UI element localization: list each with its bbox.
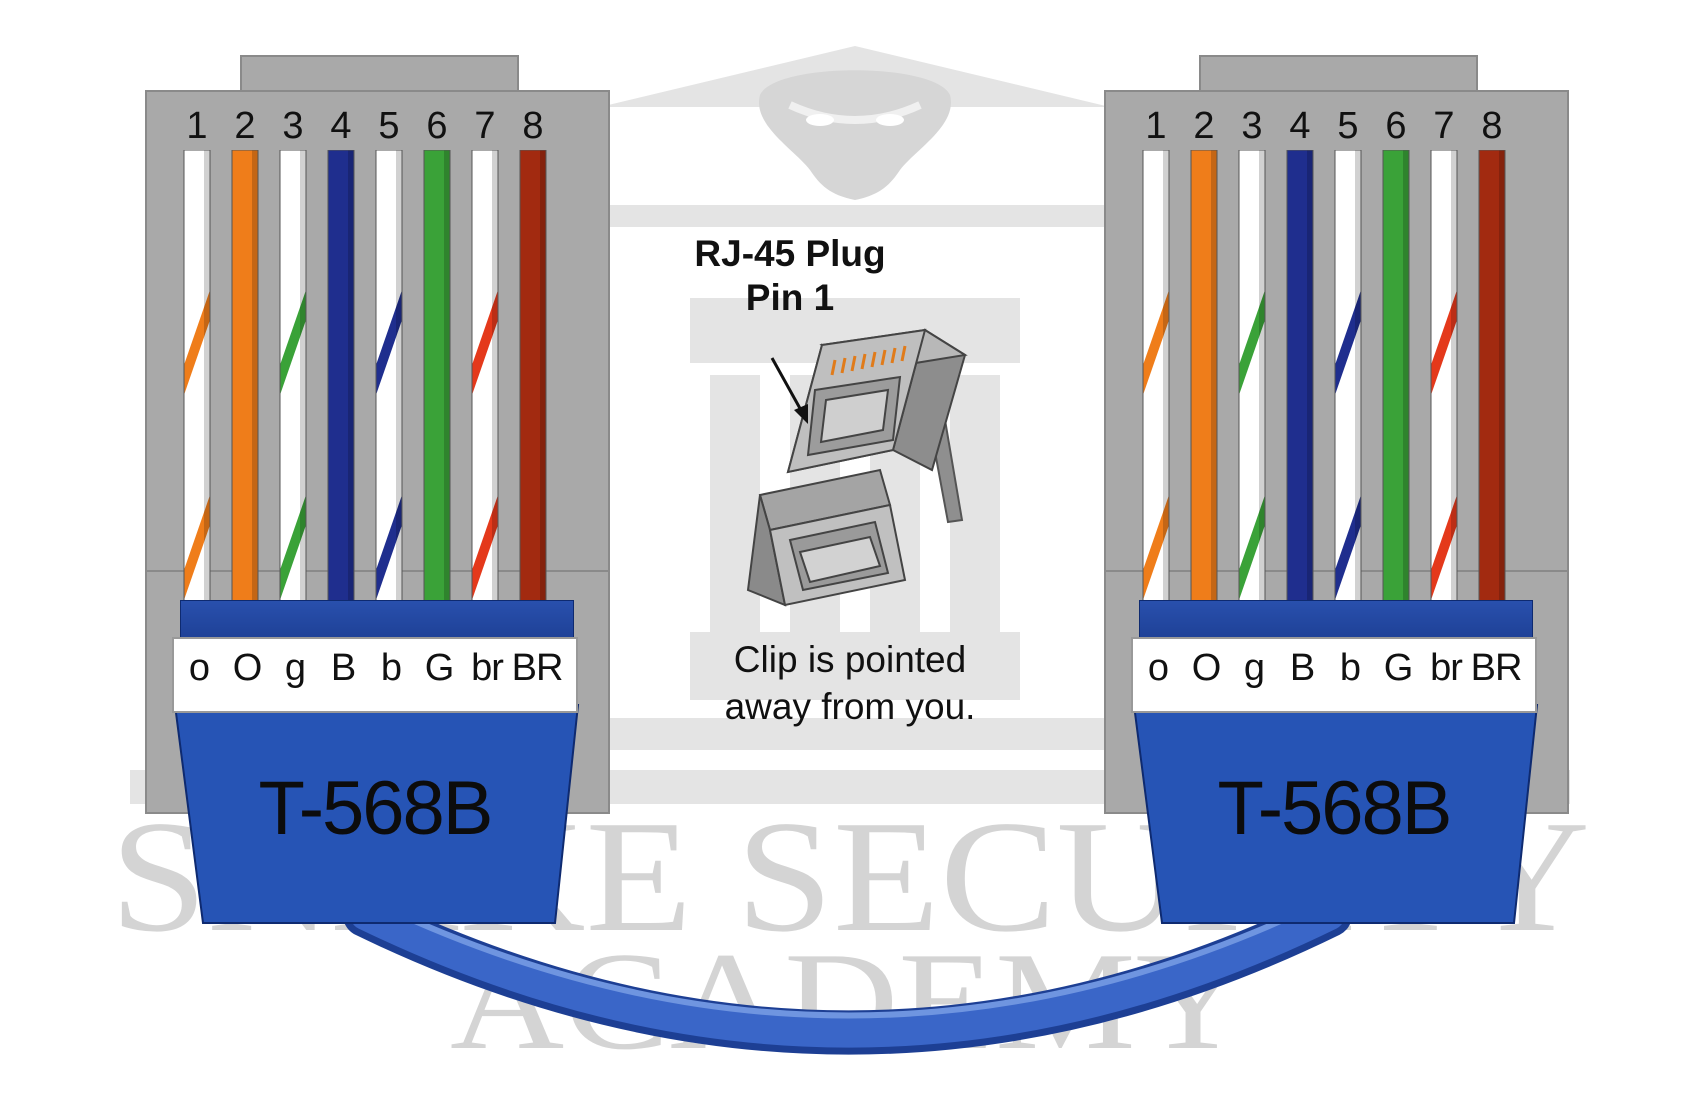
pin-number: 7	[1433, 105, 1455, 147]
wire-set	[1142, 150, 1506, 606]
plug-caption-line-2: away from you.	[724, 686, 976, 727]
pin-number: 8	[522, 105, 544, 147]
wire-code: B	[1289, 647, 1315, 689]
pin-number: 2	[234, 105, 256, 147]
snake-head-watermark-icon	[759, 70, 951, 200]
wire-7-c1	[1430, 150, 1458, 606]
plug-caption: Clip is pointed away from you.	[660, 636, 1040, 730]
wire-code: br	[471, 647, 504, 689]
wire-2-c0	[231, 150, 259, 606]
wire-code: b	[380, 647, 402, 689]
wire-code: O	[232, 647, 263, 689]
pin-number: 7	[474, 105, 496, 147]
standard-label: T-568B	[1217, 766, 1452, 851]
wire-code: BR	[511, 647, 564, 689]
pin-number: 3	[282, 105, 304, 147]
wire-7-c0	[471, 150, 499, 606]
wire-1-c0	[183, 150, 211, 606]
wire-code: G	[424, 647, 455, 689]
wire-code: B	[330, 647, 356, 689]
plug-title: RJ-45 Plug Pin 1	[640, 232, 940, 320]
pin-number: 2	[1193, 105, 1215, 147]
pin-number: 1	[186, 105, 208, 147]
wire-code: o	[1147, 647, 1169, 689]
wire-set	[183, 150, 547, 606]
pin-number: 6	[1385, 105, 1407, 147]
plug-title-line-1: RJ-45 Plug	[694, 233, 886, 274]
wire-code: O	[1191, 647, 1222, 689]
plug-caption-line-1: Clip is pointed	[733, 639, 967, 680]
wire-5-c0	[375, 150, 403, 606]
wire-8-c0	[519, 150, 547, 606]
wire-6-c1	[1382, 150, 1410, 606]
wire-code: o	[188, 647, 210, 689]
connector-latch-tab	[240, 55, 519, 95]
wire-1-c1	[1142, 150, 1170, 606]
pin-number: 4	[1289, 105, 1311, 147]
wire-code: BR	[1470, 647, 1523, 689]
wire-code: b	[1339, 647, 1361, 689]
pin-numbers: 1 2 3 4 5 6 7 8	[175, 105, 575, 155]
pin-number: 1	[1145, 105, 1167, 147]
pin1-pointer-arrow	[770, 357, 804, 413]
wire-3-c1	[1238, 150, 1266, 606]
connector-latch-tab	[1199, 55, 1478, 95]
boot-collar	[1139, 600, 1533, 644]
wire-3-c0	[279, 150, 307, 606]
color-code-strip: o O g B b G br BR	[1131, 637, 1537, 713]
left-connector: 1 2 3 4 5 6 7 8 o O g B b G br BR T-568B	[145, 55, 610, 925]
standard-label: T-568B	[258, 766, 493, 851]
wire-code: G	[1383, 647, 1414, 689]
pin-number: 3	[1241, 105, 1263, 147]
pin-number: 6	[426, 105, 448, 147]
wire-code: br	[1430, 647, 1463, 689]
plug-title-line-2: Pin 1	[745, 277, 835, 318]
pin-number: 4	[330, 105, 352, 147]
right-connector: 1 2 3 4 5 6 7 8 o O g B b G br BR T-568B	[1104, 55, 1569, 925]
pin-number: 5	[1337, 105, 1359, 147]
wire-code: g	[284, 647, 306, 689]
wire-code: g	[1243, 647, 1265, 689]
pin-numbers: 1 2 3 4 5 6 7 8	[1134, 105, 1534, 155]
color-code-strip: o O g B b G br BR	[172, 637, 578, 713]
wire-5-c1	[1334, 150, 1362, 606]
pin-number: 8	[1481, 105, 1503, 147]
pin-number: 5	[378, 105, 400, 147]
wire-2-c1	[1190, 150, 1218, 606]
